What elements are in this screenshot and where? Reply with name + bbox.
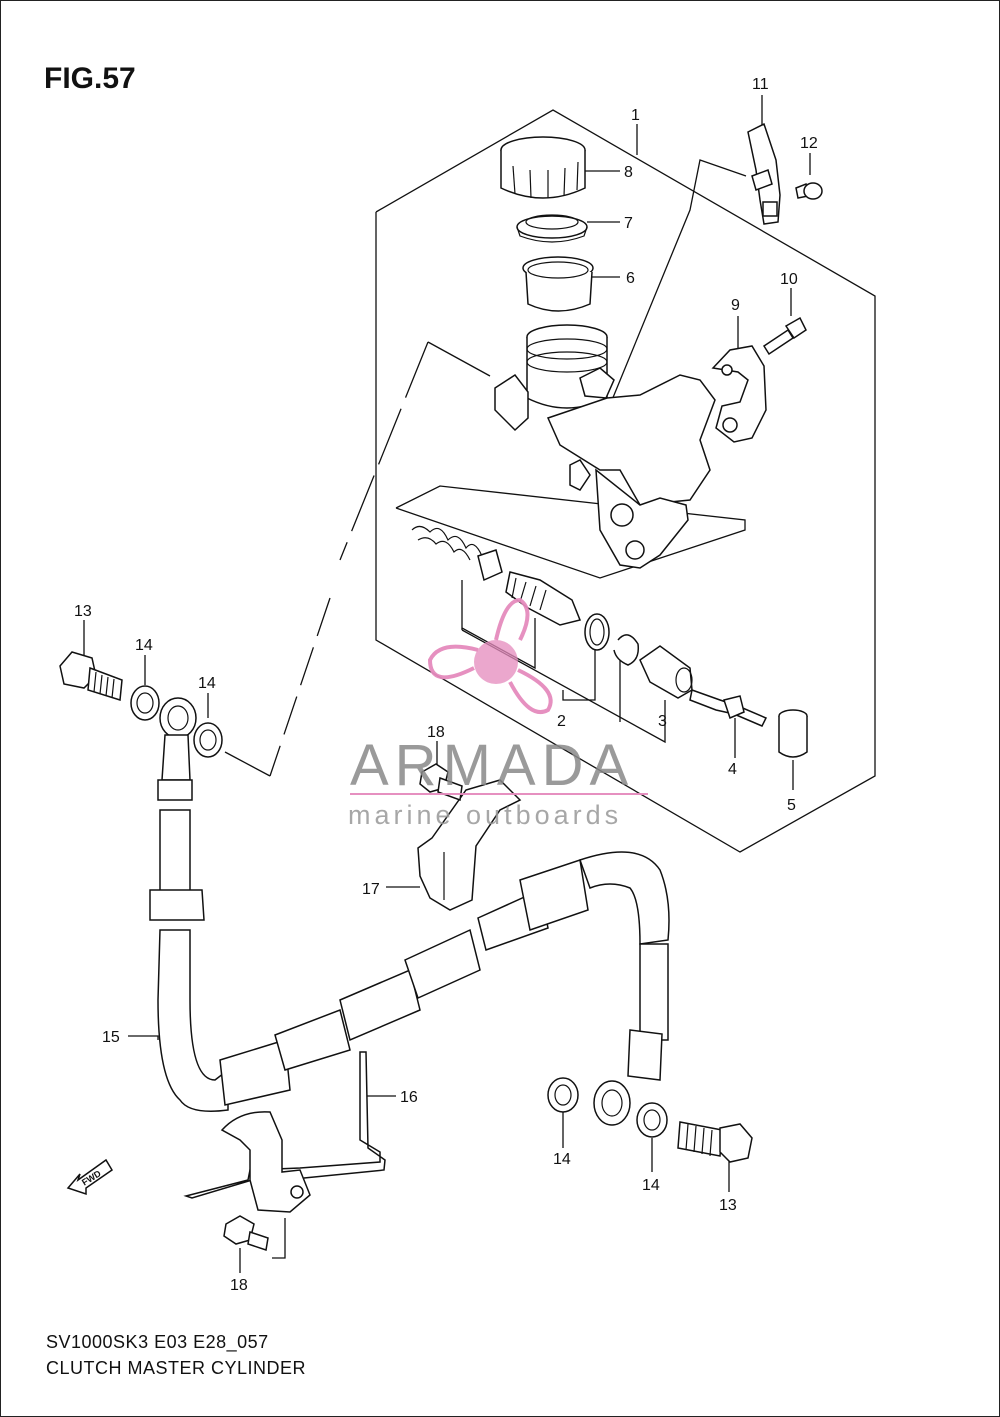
clamp-bolt: [762, 316, 807, 356]
forward-arrow-icon: FWD: [66, 1158, 114, 1196]
callout-15: 15: [102, 1029, 120, 1046]
diaphragm: [522, 256, 594, 312]
master-cylinder-body: [494, 324, 716, 569]
callout-12: 12: [800, 135, 818, 152]
watermark-tagline: marine outboards: [348, 800, 622, 830]
callout-14-upper-2: 14: [198, 675, 216, 692]
washer-lower-1: [547, 1077, 579, 1113]
rod-cap: [778, 709, 808, 758]
callout-16: 16: [400, 1089, 418, 1106]
callout-7: 7: [624, 215, 633, 232]
bracket-bolt-lower: [223, 1215, 269, 1251]
callout-11: 11: [752, 76, 769, 93]
oring-circlip: [584, 613, 640, 666]
watermark-logo-icon: [474, 640, 518, 684]
watermark: ARMADA marine outboards: [348, 597, 648, 830]
diaphragm-plate: [516, 214, 588, 243]
figure-title: FIG.57: [44, 62, 136, 95]
callout-10: 10: [780, 271, 798, 288]
watermark-brand: ARMADA: [350, 733, 634, 798]
callout-13-lower: 13: [719, 1197, 737, 1214]
callout-3: 3: [658, 713, 667, 730]
callout-18-lower: 18: [230, 1277, 248, 1294]
leader-lines: [83, 95, 811, 1273]
union-bolt-lower: [677, 1121, 753, 1163]
callout-labels: 1 2 3 4 5 6 7 8 9 10 11 12 13 14 14 15 1…: [74, 76, 818, 1294]
hose-guide: [183, 1051, 386, 1213]
washer-lower-2: [636, 1102, 668, 1138]
callout-9: 9: [731, 297, 740, 314]
reservoir-cap: [500, 136, 586, 199]
callout-5: 5: [787, 797, 796, 814]
callout-14-lower-2: 14: [642, 1177, 660, 1194]
piston-set: [411, 525, 582, 626]
clutch-hose: [149, 697, 670, 1126]
union-bolt-upper: [59, 651, 123, 701]
assembly-outline: [375, 109, 876, 853]
callout-17: 17: [362, 881, 380, 898]
callout-8: 8: [624, 164, 633, 181]
callout-14-upper-1: 14: [135, 637, 153, 654]
callout-1: 1: [631, 107, 640, 124]
figure-code: SV1000SK3 E03 E28_057: [46, 1332, 269, 1352]
figure-name: CLUTCH MASTER CYLINDER: [46, 1358, 307, 1378]
callout-14-lower-1: 14: [553, 1151, 571, 1168]
callout-13-upper: 13: [74, 603, 92, 620]
push-rod: [689, 689, 768, 727]
washer-upper-2: [193, 722, 223, 758]
callout-18-upper: 18: [427, 724, 445, 741]
switch-screw: [795, 182, 823, 200]
callout-4: 4: [728, 761, 737, 778]
washer-upper-1: [130, 685, 160, 721]
callout-2: 2: [557, 713, 566, 730]
dust-boot: [639, 645, 693, 699]
holder-clamp: [711, 345, 767, 443]
callout-6: 6: [626, 270, 635, 287]
clutch-switch: [747, 122, 781, 225]
